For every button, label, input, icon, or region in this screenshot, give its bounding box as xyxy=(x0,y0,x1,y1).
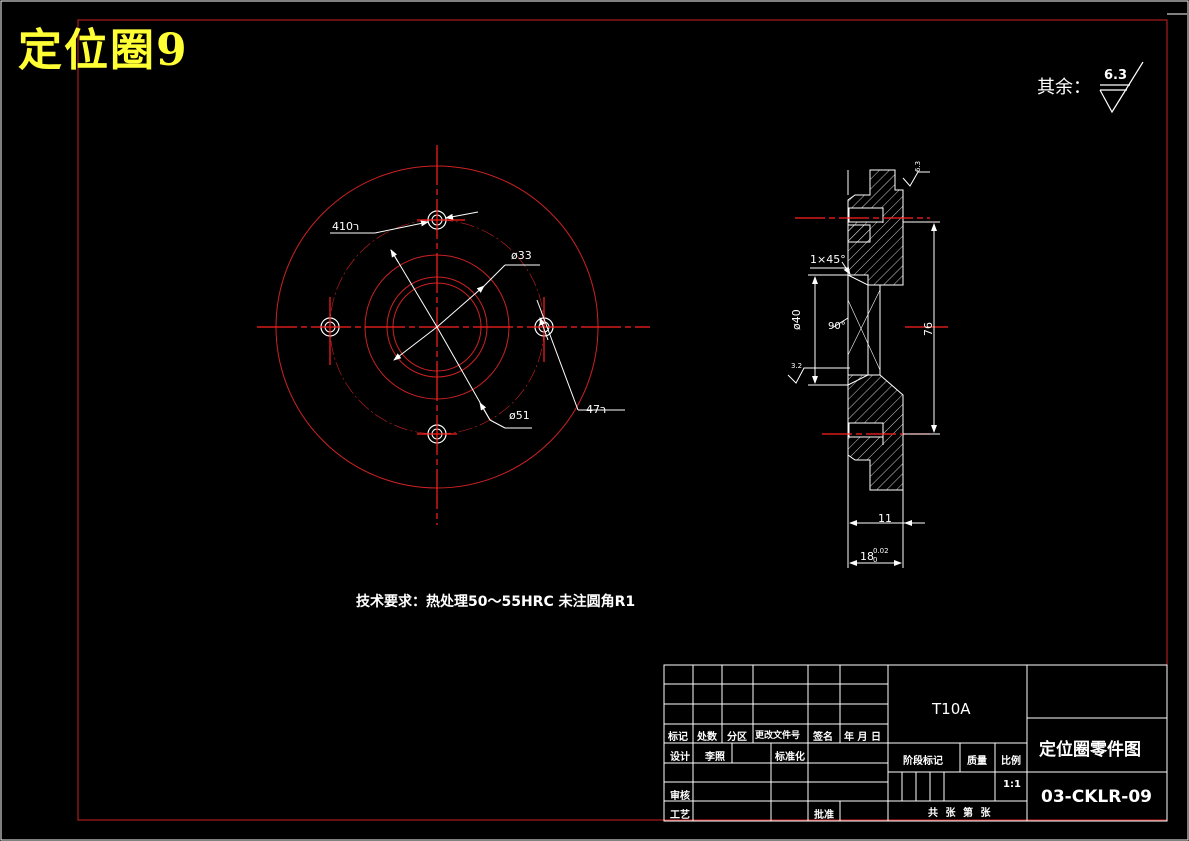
inner-frame xyxy=(77,19,1168,821)
tb-scale: 1:1 xyxy=(1003,779,1021,790)
tb-review: 审核 xyxy=(670,791,690,802)
dim-angle-90: 90° xyxy=(828,321,846,332)
dim-d40: ø40 xyxy=(790,309,803,330)
roughness-label: 其余： xyxy=(1037,77,1091,98)
tb-part-name: 定位圈零件图 xyxy=(1039,740,1141,760)
dim-4x-d10: 4ר10 xyxy=(332,220,360,233)
tb-mark: 标记 xyxy=(668,732,688,743)
dim-18-tol-upper: 0.02 xyxy=(873,547,889,555)
tb-ratio: 比例 xyxy=(1001,756,1021,767)
tb-designer: 李照 xyxy=(705,752,725,763)
dim-18-tol-lower: 0 xyxy=(873,556,878,564)
tb-stage-mark: 阶段标记 xyxy=(903,756,943,767)
tb-material: T10A xyxy=(932,700,971,718)
tb-process: 工艺 xyxy=(670,810,690,821)
dim-4x-d7: 4ר7 xyxy=(586,403,607,416)
tb-standard: 标准化 xyxy=(775,752,805,763)
front-view xyxy=(257,145,650,525)
section-view xyxy=(787,169,948,568)
drawing-title: 定位圈9 xyxy=(18,25,189,76)
tb-drawing-no: 03-CKLR-09 xyxy=(1041,787,1152,807)
rough-top-value: 6.3 xyxy=(914,160,922,172)
tb-design: 设计 xyxy=(670,752,690,763)
tb-approve: 批准 xyxy=(814,810,834,821)
dim-chamfer: 1×45° xyxy=(810,253,846,266)
dim-18: 18 xyxy=(860,550,874,563)
tb-date: 年 月 日 xyxy=(844,732,881,743)
roughness-symbol xyxy=(1099,61,1144,114)
title-block-lines xyxy=(663,664,1168,822)
roughness-value: 6.3 xyxy=(1104,68,1128,83)
tb-change-no: 更改文件号 xyxy=(755,731,801,741)
rough-left-value: 3.2 xyxy=(791,362,803,370)
dim-d51: ø51 xyxy=(509,409,530,422)
tb-sign: 签名 xyxy=(813,732,833,743)
tb-count: 处数 xyxy=(697,732,717,743)
dim-76: 76 xyxy=(922,322,935,336)
tb-mass: 质量 xyxy=(967,756,987,767)
tb-zone: 分区 xyxy=(727,732,747,743)
dim-11: 11 xyxy=(878,512,892,525)
dim-d33: ø33 xyxy=(511,249,532,262)
tb-sheets: 共 张 第 张 xyxy=(928,808,993,819)
tech-requirement: 技术要求：热处理50～55HRC 未注圆角R1 xyxy=(356,594,636,610)
